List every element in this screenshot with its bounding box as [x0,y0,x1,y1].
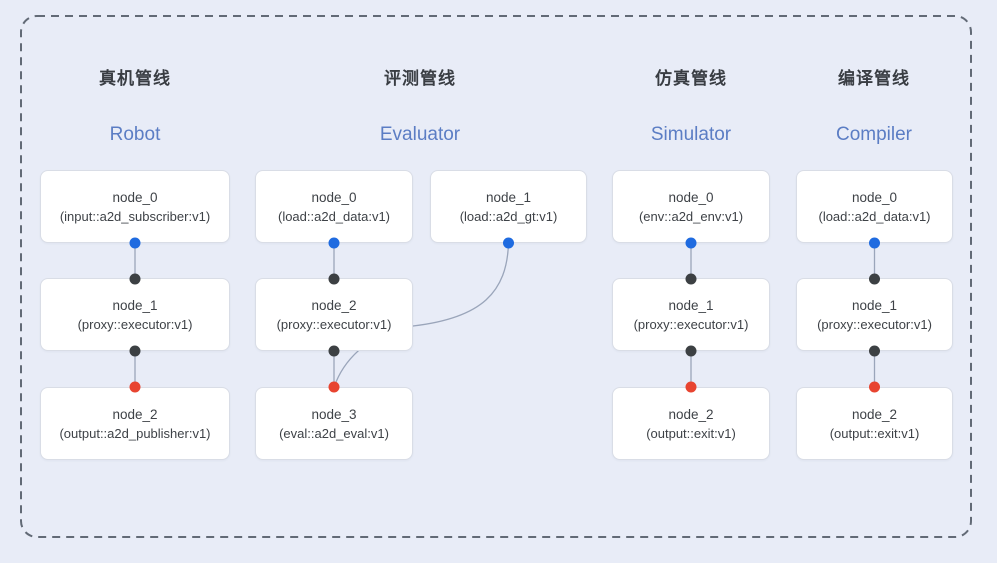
simulator-title-en: Simulator [650,124,732,145]
node-type: (proxy::executor:v1) [77,316,193,332]
evaluator-title-en: Evaluator [379,124,461,145]
node-type: (env::a2d_env:v1) [638,208,744,224]
node-type: (load::a2d_data:v1) [277,208,391,224]
robot-node-1: node_1 (proxy::executor:v1) [40,278,230,351]
robot-node-0: node_0 (input::a2d_subscriber:v1) [40,170,230,243]
node-name: node_0 [851,189,898,205]
robot-title-en: Robot [109,124,161,145]
node-type: (proxy::executor:v1) [276,316,392,332]
evaluator-node-2: node_2 (proxy::executor:v1) [255,278,413,351]
compiler-title-zh: 编译管线 [838,69,910,88]
node-name: node_0 [112,189,158,205]
evaluator-node-0: node_0 (load::a2d_data:v1) [255,170,413,243]
evaluator-node-1: node_1 (load::a2d_gt:v1) [430,170,587,243]
compiler-node-0: node_0 (load::a2d_data:v1) [796,170,953,243]
robot-node-2: node_2 (output::a2d_publisher:v1) [40,387,230,460]
node-type: (output::a2d_publisher:v1) [59,425,211,441]
node-name: node_2 [668,406,714,422]
node-name: node_2 [311,297,357,313]
node-type: (load::a2d_gt:v1) [459,208,558,224]
robot-title-zh: 真机管线 [99,69,171,88]
node-type: (load::a2d_data:v1) [818,208,931,224]
node-name: node_0 [668,189,714,205]
node-type: (output::exit:v1) [829,425,920,441]
node-name: node_1 [668,297,714,313]
simulator-node-2: node_2 (output::exit:v1) [612,387,770,460]
compiler-node-2: node_2 (output::exit:v1) [796,387,953,460]
node-name: node_1 [851,297,898,313]
simulator-node-1: node_1 (proxy::executor:v1) [612,278,770,351]
node-type: (eval::a2d_eval:v1) [279,425,389,441]
node-type: (proxy::executor:v1) [817,316,932,332]
node-type: (input::a2d_subscriber:v1) [59,208,211,224]
node-name: node_2 [112,406,158,422]
simulator-title-zh: 仿真管线 [655,69,727,88]
compiler-node-1: node_1 (proxy::executor:v1) [796,278,953,351]
evaluator-title-zh: 评测管线 [384,69,456,88]
node-name: node_1 [485,189,532,205]
node-type: (output::exit:v1) [646,425,736,441]
node-name: node_1 [112,297,158,313]
compiler-title-en: Compiler [835,124,913,145]
node-type: (proxy::executor:v1) [633,316,749,332]
node-name: node_3 [311,406,357,422]
node-name: node_0 [311,189,357,205]
evaluator-node-3: node_3 (eval::a2d_eval:v1) [255,387,413,460]
simulator-node-0: node_0 (env::a2d_env:v1) [612,170,770,243]
node-name: node_2 [851,406,898,422]
